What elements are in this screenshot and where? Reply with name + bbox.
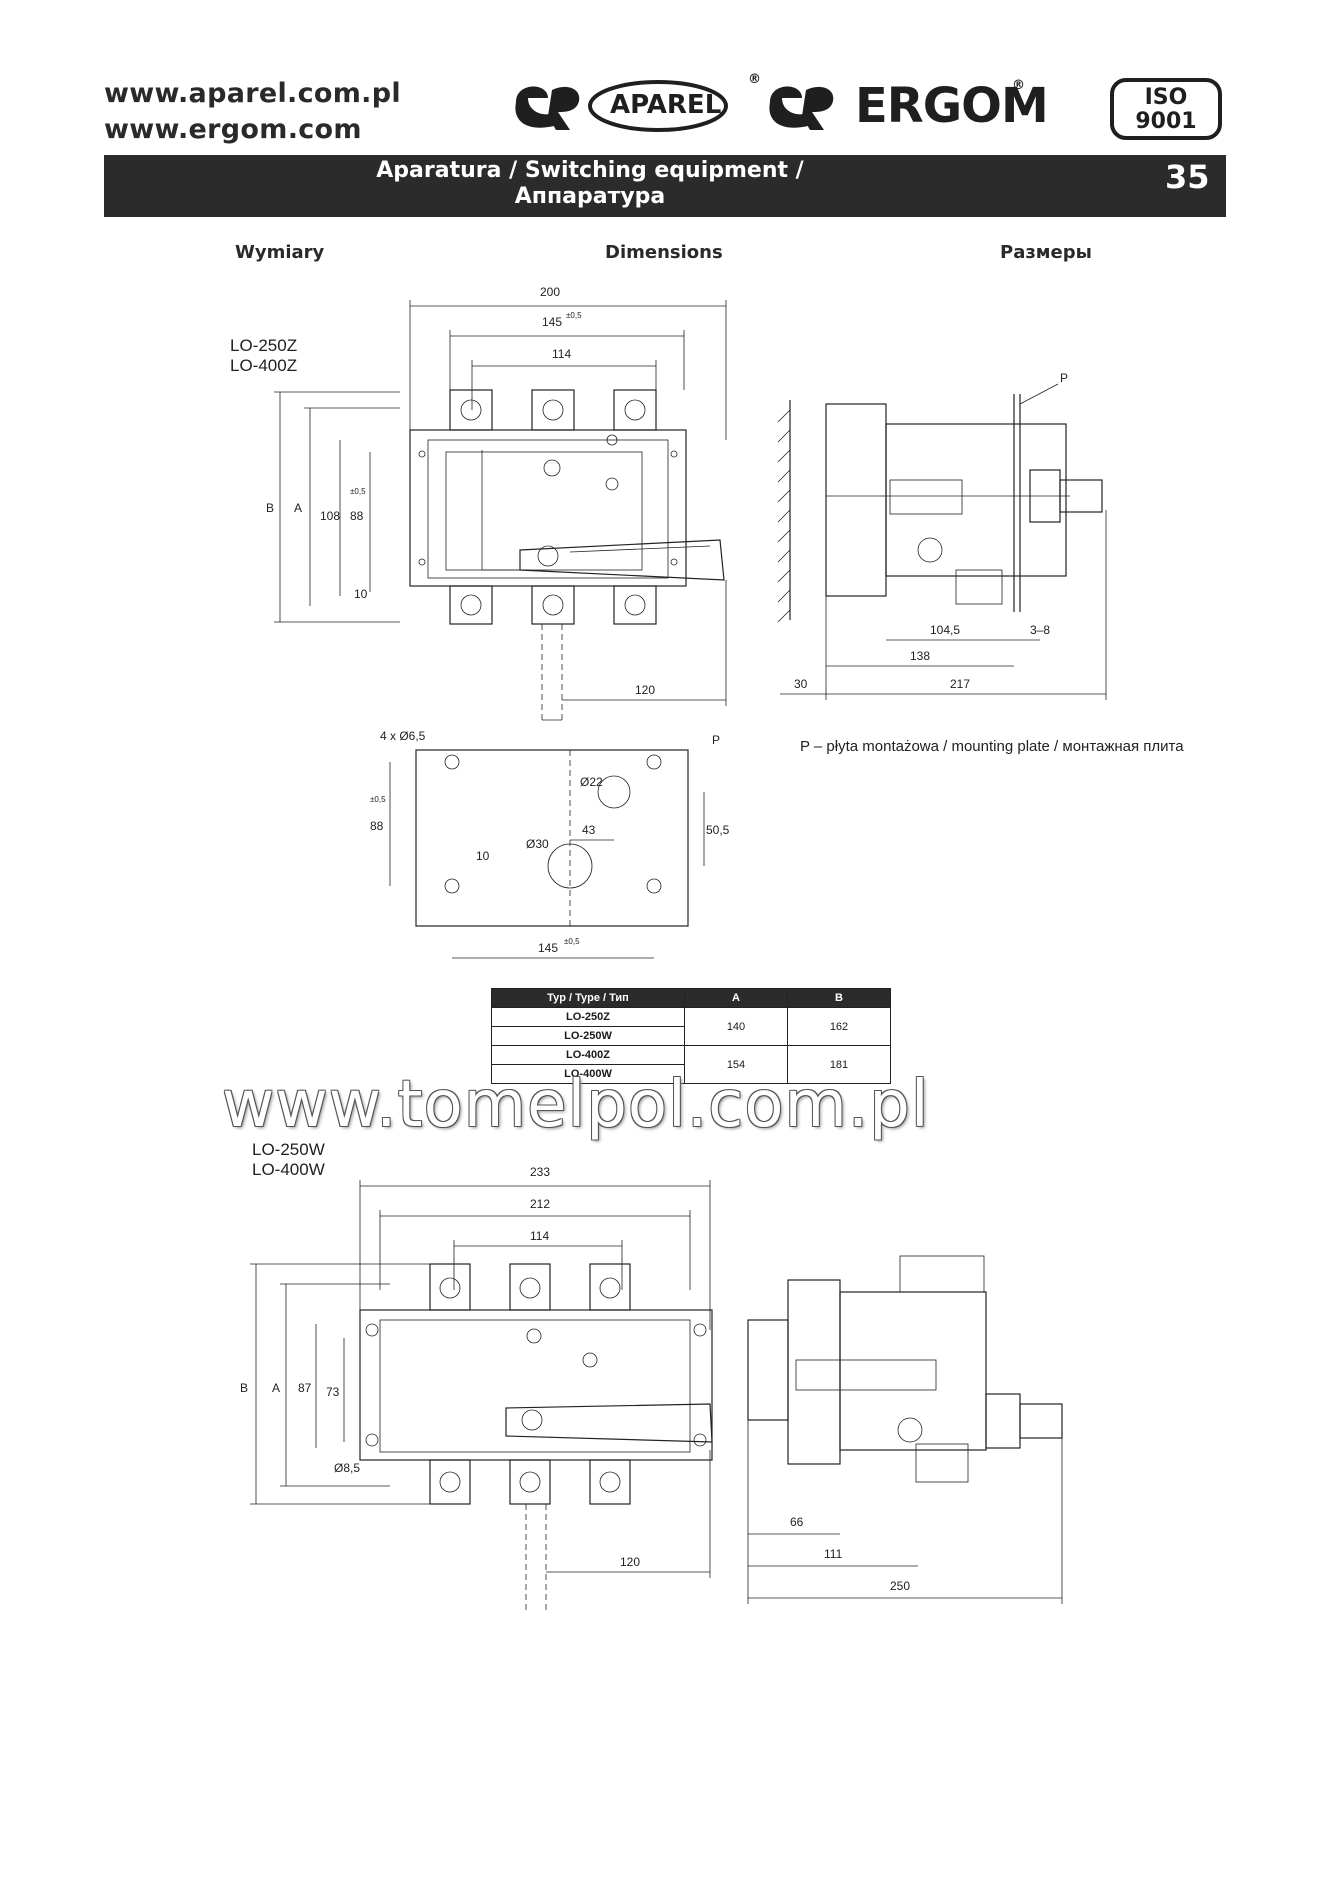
spec-table: Typ / Type / Тип A B LO-250Z 140 162 LO-…: [491, 988, 891, 1084]
dim-top-88: 88: [350, 509, 364, 523]
dim-top-88-tol: ±0,5: [350, 487, 366, 496]
model-label-top-2: LO-400Z: [230, 356, 298, 375]
dim-bottom-212: 212: [530, 1197, 550, 1211]
url-aparel: www.aparel.com.pl: [104, 78, 401, 109]
plate-dim-50-5: 50,5: [706, 823, 730, 837]
drawing-bottom-side-view: 66 111 250: [747, 1255, 1063, 1604]
drawing-bottom-front-view: 233 212 114 B A 87 73 Ø8,5 120: [240, 1165, 713, 1610]
aparel-oval: [588, 80, 728, 132]
dim-bottom-73: 73: [326, 1385, 340, 1399]
dim-side-138: 138: [910, 649, 930, 663]
plate-dim-30: Ø30: [526, 837, 549, 851]
dim-bottom-hole: Ø8,5: [334, 1461, 360, 1475]
logo-ergom: ERGOM: [855, 78, 1049, 134]
registered-mark-aparel: ®: [748, 72, 761, 87]
dim-bottom-side-111: 111: [824, 1547, 843, 1561]
model-label-bottom-1: LO-250W: [252, 1140, 325, 1159]
iso-line2: 9001: [1135, 109, 1197, 134]
dim-top-A: A: [294, 501, 302, 515]
table-cell-type: LO-250Z: [491, 1007, 685, 1027]
dim-bottom-114: 114: [530, 1229, 549, 1243]
drawing-top-side-view: P 104,5 3–8 138 30 217: [777, 371, 1107, 700]
iso-line1: ISO: [1144, 85, 1188, 110]
table-cell-type: LO-400Z: [491, 1045, 685, 1065]
dim-side-217: 217: [950, 677, 970, 691]
table-cell-type: LO-400W: [491, 1064, 685, 1084]
dim-top-145-tol: ±0,5: [566, 311, 582, 320]
table-header-b: B: [787, 988, 891, 1008]
dim-top-114: 114: [552, 347, 571, 361]
er-logo-icon: [515, 86, 580, 130]
heading-en: Dimensions: [605, 242, 723, 263]
banner-title-line1: Aparatura / Switching equipment /: [376, 158, 804, 183]
url-ergom: www.ergom.com: [104, 114, 362, 145]
section-banner: [104, 155, 1226, 217]
watermark: www.tomelpol.com.pl: [222, 1068, 930, 1142]
model-label-top-1: LO-250Z: [230, 336, 298, 355]
table-cell-a: 154: [684, 1045, 788, 1084]
dim-top-145: 145: [542, 315, 562, 329]
table-header-type: Typ / Type / Тип: [491, 988, 685, 1008]
brand-logos: [508, 72, 1008, 138]
table-header-row: Typ / Type / Тип A B: [491, 988, 891, 1008]
plate-label-p: P: [712, 733, 720, 747]
plate-dim-10: 10: [476, 849, 490, 863]
model-label-bottom-2: LO-400W: [252, 1160, 325, 1179]
dim-bottom-87: 87: [298, 1381, 312, 1395]
table-row: LO-400Z 154 181: [491, 1045, 891, 1084]
side-top-plate-label: P: [1060, 371, 1068, 385]
dim-bottom-120: 120: [620, 1555, 640, 1569]
table-cell-b: 181: [787, 1045, 891, 1084]
dim-top-200: 200: [540, 285, 560, 299]
table-cell-b: 162: [787, 1007, 891, 1046]
plate-dim-88-tol: ±0,5: [370, 795, 386, 804]
plate-dim-145: 145: [538, 941, 558, 955]
dim-side-3-8: 3–8: [1030, 623, 1050, 637]
plate-dim-145-tol: ±0,5: [564, 937, 580, 946]
dim-bottom-233: 233: [530, 1165, 550, 1179]
dim-top-120: 120: [635, 683, 655, 697]
dim-top-10: 10: [354, 587, 368, 601]
dim-side-30: 30: [794, 677, 808, 691]
dim-bottom-A: A: [272, 1381, 280, 1395]
er-logo-icon-2: [769, 86, 834, 130]
dim-bottom-B: B: [240, 1381, 248, 1395]
page-number: 35: [1165, 158, 1210, 196]
dim-top-B: B: [266, 501, 274, 515]
table-cell-a: 140: [684, 1007, 788, 1046]
plate-dim-88: 88: [370, 819, 384, 833]
plate-dim-holes: 4 x Ø6,5: [380, 730, 426, 743]
brand-logo-graphics: [515, 80, 834, 132]
dim-bottom-side-250: 250: [890, 1579, 910, 1593]
banner-title-line2: Аппаратура: [514, 184, 666, 209]
dim-top-108: 108: [320, 509, 340, 523]
iso-badge: ISO 9001: [1110, 78, 1222, 140]
registered-mark-ergom: ®: [1012, 78, 1025, 93]
dim-bottom-side-66: 66: [790, 1515, 804, 1529]
heading-ru: Размеры: [1000, 242, 1092, 263]
table-row: LO-400W: [491, 1064, 891, 1084]
table-header-a: A: [684, 988, 788, 1008]
dim-side-104-5: 104,5: [930, 623, 960, 637]
drawing-top-front-view: 200 145 ±0,5 114 B A 108 88 ±0,5 10: [266, 285, 727, 721]
heading-pl: Wymiary: [235, 242, 325, 263]
table-row: LO-250Z 140 162: [491, 1007, 891, 1046]
table-cell-type: LO-250W: [491, 1026, 685, 1046]
plate-dim-43: 43: [582, 823, 596, 837]
plate-dim-22: Ø22: [580, 775, 603, 789]
drawing-mounting-plate: 43 4 x Ø6,5 P Ø22 Ø30 88 ±0,5 10 50,5 14…: [370, 730, 730, 959]
plate-note: P – płyta montażowa / mounting plate / м…: [800, 738, 1184, 755]
logo-aparel: APAREL: [610, 90, 722, 120]
